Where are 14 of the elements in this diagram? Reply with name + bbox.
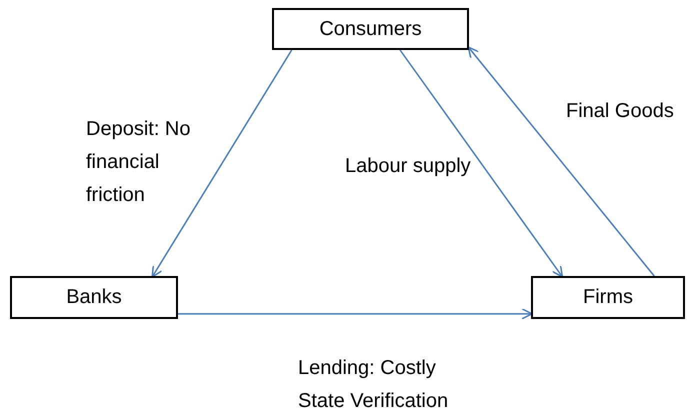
edge-label: Lending: Costly State Verification (298, 356, 450, 414)
arrow (152, 50, 292, 278)
node-label: Firms (583, 286, 633, 309)
entity-box (531, 276, 685, 319)
arrow (468, 46, 655, 276)
node-label: Consumers (319, 18, 422, 40)
edge-label: Labour supply (345, 154, 472, 179)
entity-box (10, 276, 178, 319)
edge-label: Deposit: No financial friction (86, 117, 192, 208)
arrow (399, 50, 564, 278)
entity-box (272, 8, 469, 50)
node-label: Banks (66, 286, 122, 309)
arrow (178, 308, 533, 320)
edge-label: Final Goods (566, 99, 675, 124)
